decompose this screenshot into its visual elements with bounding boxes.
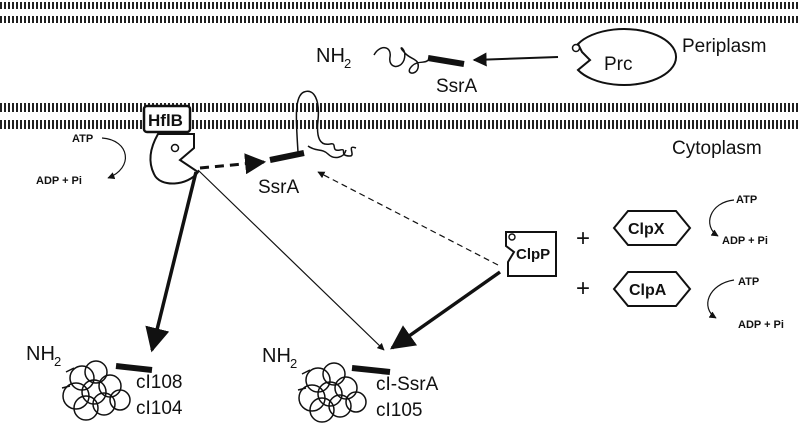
hflb-to-ci-ssra-arrow	[197, 169, 385, 351]
prc-label: Prc	[604, 54, 633, 75]
hflb-protease: HflB	[142, 104, 200, 185]
right-nh2-subscript: 2	[290, 356, 297, 371]
periplasm-nh2-subscript: 2	[344, 56, 351, 71]
periplasm-label: Periplasm	[682, 36, 766, 57]
clpx-label: ClpX	[628, 221, 665, 238]
prc-to-periplasm-arrow	[472, 52, 559, 67]
prc-protease: Prc	[571, 28, 677, 86]
clpa-atpase: ClpA	[612, 271, 692, 307]
right-protein-coil	[297, 362, 367, 423]
clpp-to-ci-ssra-arrow	[389, 270, 502, 350]
cytoplasm-label: Cytoplasm	[672, 138, 762, 159]
left-substrate: NH 2 cI108 cI104	[26, 343, 183, 421]
right-cI105-label: cI105	[376, 400, 422, 421]
right-ci-ssra-label: cI-SsrA	[376, 374, 439, 395]
left-tag	[115, 363, 153, 373]
membrane-ssra-tag	[269, 150, 305, 163]
right-substrate: NH 2 cI-SsrA cI105	[262, 345, 439, 423]
clpp-label: ClpP	[516, 246, 550, 263]
clpp-to-ssra-dashed-arrow	[317, 171, 499, 266]
clpa-adp-label: ADP + Pi	[738, 319, 784, 331]
hflb-to-ssra-dashed-arrow	[199, 153, 267, 175]
clpa-label: ClpA	[629, 282, 667, 299]
clpx-atp-cycle: ATP ADP + Pi	[709, 194, 768, 247]
membrane-substrate: SsrA	[258, 90, 357, 198]
left-nh2-subscript: 2	[54, 354, 61, 369]
outer-membrane	[0, 2, 800, 23]
hflb-atp-cycle: ATP ADP + Pi	[36, 133, 126, 187]
hflb-label: HflB	[148, 111, 183, 130]
right-tag	[351, 365, 391, 375]
periplasm-protein-coil	[373, 47, 429, 74]
clpa-atp-label: ATP	[738, 276, 759, 288]
hflb-to-cI108-arrow	[145, 171, 198, 353]
periplasm-nh2-label: NH	[316, 45, 345, 67]
clpx-atp-label: ATP	[736, 194, 757, 206]
clpp-protease: ClpP	[505, 231, 557, 277]
left-protein-coil	[61, 360, 131, 421]
membrane-protein-coil	[295, 90, 357, 157]
periplasm-ssra-label: SsrA	[436, 76, 478, 97]
hflb-adp-label: ADP + Pi	[36, 175, 82, 187]
periplasm-substrate: NH 2 SsrA	[316, 45, 478, 97]
plus-sign-clpx: +	[576, 225, 590, 252]
hflb-atp-label: ATP	[72, 133, 93, 145]
left-nh2-label: NH	[26, 343, 55, 365]
membrane-ssra-label: SsrA	[258, 177, 300, 198]
plus-sign-clpa: +	[576, 275, 590, 302]
inner-membrane	[0, 103, 800, 129]
right-nh2-label: NH	[262, 345, 291, 367]
clpx-adp-label: ADP + Pi	[722, 235, 768, 247]
left-cI104-label: cI104	[136, 398, 183, 419]
clpa-atp-cycle: ATP ADP + Pi	[707, 276, 784, 331]
left-cI108-label: cI108	[136, 372, 182, 393]
periplasm-ssra-tag	[427, 55, 465, 67]
clpx-atpase: ClpX	[612, 210, 692, 246]
